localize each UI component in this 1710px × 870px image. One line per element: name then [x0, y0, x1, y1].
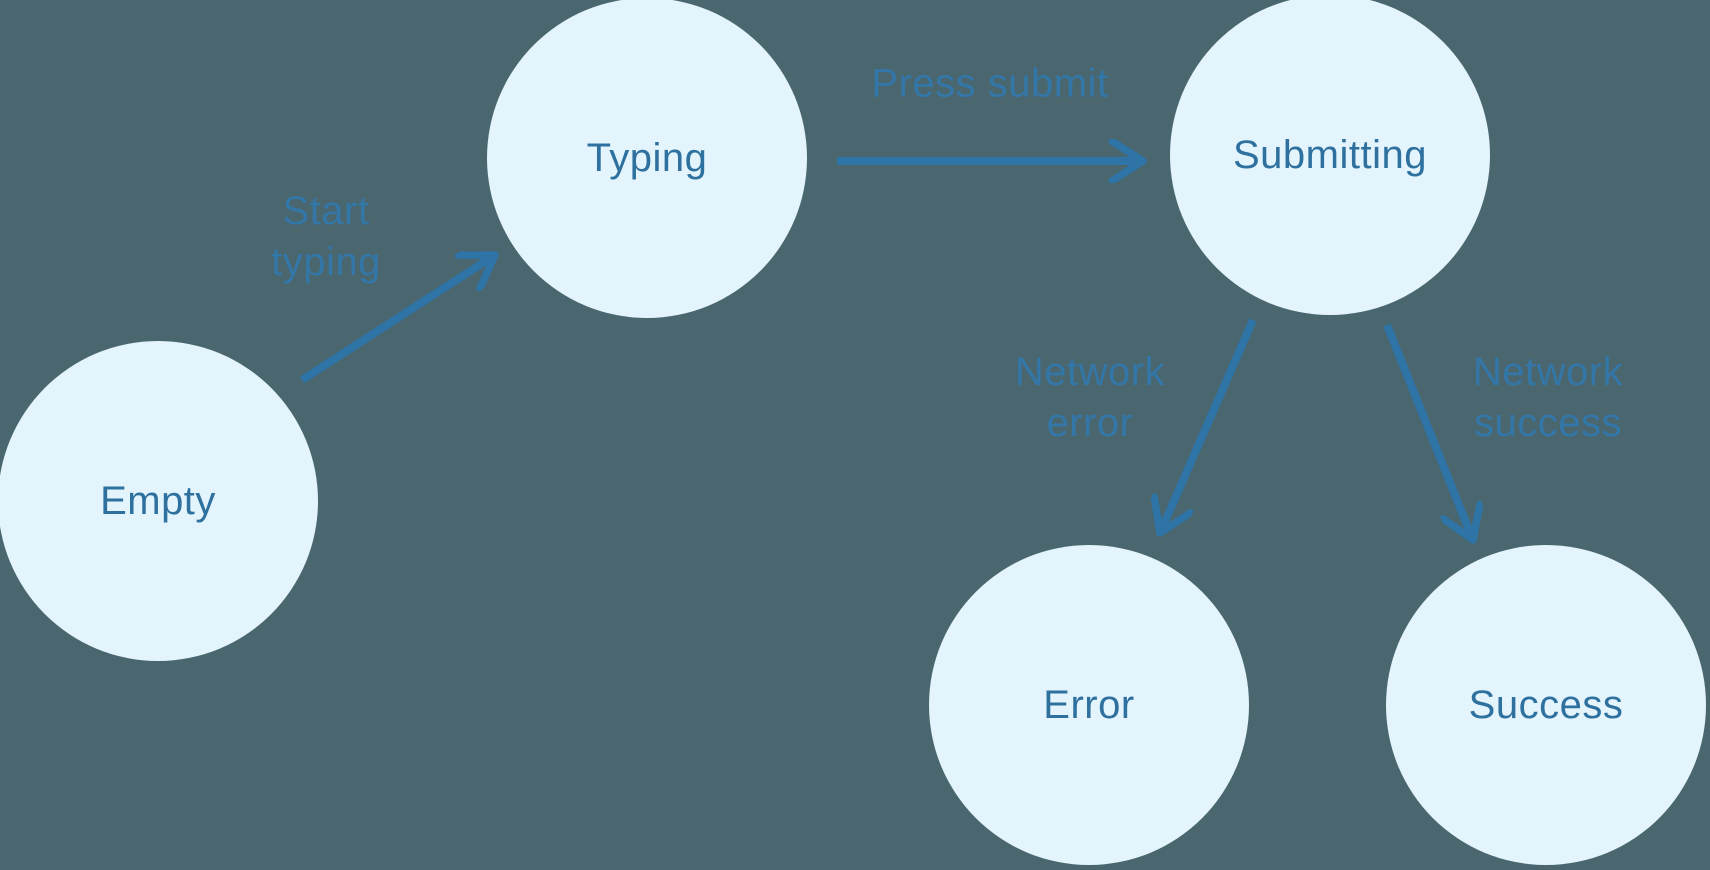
state-label-empty: Empty [100, 478, 216, 523]
edge-submitting-to-success-arrow [1383, 323, 1473, 540]
edge-label-start-typing: Start typing [271, 188, 381, 284]
state-node-success: Success [1386, 545, 1706, 865]
edge-label-press-submit: Press submit [871, 61, 1109, 106]
edge-label-network-success: Network success [1472, 349, 1624, 445]
state-label-success: Success [1468, 682, 1624, 727]
edge-submitting-to-error-arrow [1160, 318, 1257, 533]
state-label-error: Error [1043, 682, 1135, 727]
state-node-typing: Typing [487, 0, 807, 318]
state-label-submitting: Submitting [1233, 132, 1427, 177]
state-node-empty: Empty [0, 341, 318, 661]
state-node-submitting: Submitting [1170, 0, 1490, 315]
state-node-error: Error [929, 545, 1249, 865]
edge-label-network-error: Network error [1014, 349, 1166, 445]
state-label-typing: Typing [586, 135, 708, 180]
